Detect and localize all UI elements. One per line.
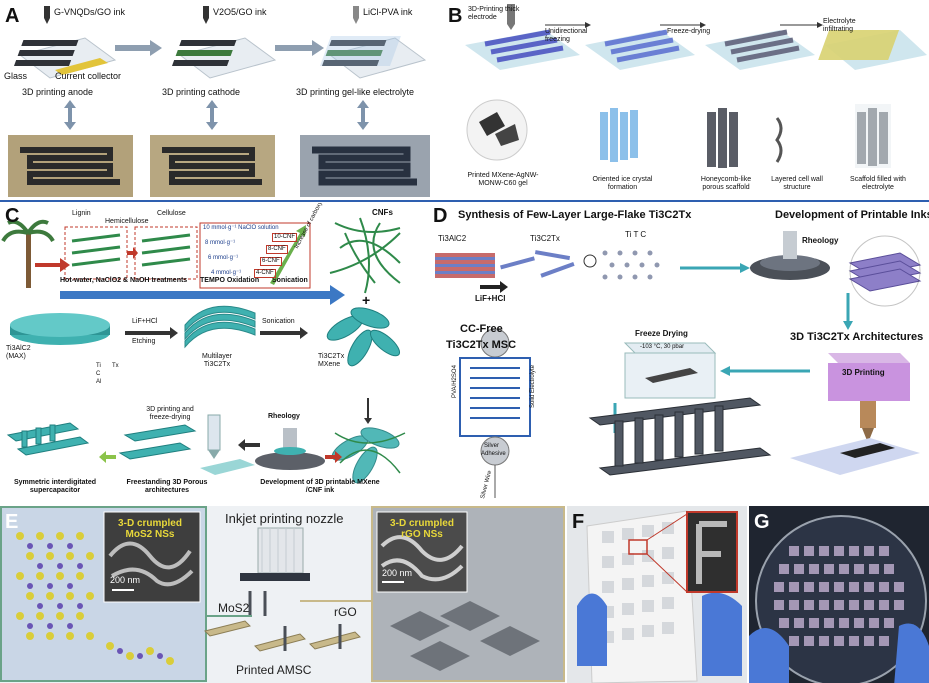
nozzle-label: Inkjet printing nozzle <box>225 511 344 526</box>
cnf-6-tag: 6-CNF <box>260 257 282 266</box>
print-freeze-label: 3D printing and freeze-drying <box>146 406 194 421</box>
mos2-inset-label: 3-D crumpled MoS2 NSs <box>118 518 182 540</box>
step-anode-label: 3D printing anode <box>22 87 94 97</box>
panel-f-drawing <box>567 506 747 683</box>
panel-g: G <box>749 506 929 683</box>
step-electrolyte-label: 3D printing gel-like electrolyte <box>296 87 415 97</box>
b-infiltrate-label: Electrolyte infiltrating <box>823 18 856 33</box>
msc-label: Ti3C2Tx MSC <box>446 339 517 351</box>
cnfs-label: CNFs <box>372 208 393 217</box>
rheology-c-label: Rheology <box>268 413 300 420</box>
panel-e-drawing <box>0 506 565 682</box>
ti3alc2-label: Ti3AlC2 <box>438 234 467 243</box>
multilayer-label: Multilayer Ti3C2Tx <box>202 353 232 368</box>
silver-label: Silver <box>484 443 500 449</box>
panel-d-tag: D <box>433 205 448 227</box>
b-freeze-dir-label: Unidirectional freezing <box>545 28 588 43</box>
conc-6-label: 6 mmol·g⁻¹ <box>208 255 239 261</box>
solid-label: Solid Electrolyte <box>530 364 536 408</box>
b-gel-label: Printed MXene-AgNW-MONW-C60 gel <box>467 172 539 187</box>
etching-label: Etching <box>132 338 156 345</box>
cnf-10-tag: 10-CNF <box>272 233 298 242</box>
panel-g-tag: G <box>754 511 770 533</box>
step-cathode-label: 3D printing cathode <box>162 87 241 97</box>
freeze-label: Freeze Drying <box>635 329 688 338</box>
panel-a-tag: A <box>5 5 20 27</box>
anode-ink-label: G-VNQDs/GO ink <box>54 7 126 17</box>
panel-c-tag: C <box>5 205 20 227</box>
cnf-4-tag: 4-CNF <box>254 269 276 278</box>
pva-label: PVA/H2SO4 <box>452 365 458 398</box>
hemicellulose-label: Hemicellulose <box>105 218 149 225</box>
tempo-label: TEMPO Oxidation <box>200 277 260 284</box>
cathode-ink-label: V2O5/GO ink <box>213 7 267 17</box>
atoms-label: Ti T C <box>625 230 647 239</box>
b-freeze-dry-label: Freeze-drying <box>667 28 711 35</box>
conc-8-label: 8 mmol·g⁻¹ <box>205 240 236 246</box>
sonication-top-label: Sonication <box>272 277 308 284</box>
b-layered-label: Layered cell wall structure <box>771 176 823 191</box>
glass-label: Glass <box>4 71 28 81</box>
max-label: Ti3AlC2 (MAX) <box>6 345 31 360</box>
panel-g-drawing <box>749 515 929 683</box>
lignin-label: Lignin <box>72 210 91 217</box>
printing-label: 3D Printing <box>842 368 885 377</box>
legend-al: Al <box>96 379 102 385</box>
panel-e-tag: E <box>5 511 19 533</box>
plus-sign: + <box>362 292 371 308</box>
legend-tx: Tx <box>112 363 119 369</box>
panel-c: C Lignin Hemicellulose Cellulose Hot-wat… <box>0 203 430 503</box>
mxene-label: Ti3C2Tx MXene <box>318 353 345 368</box>
rheology-d-label: Rheology <box>802 236 839 245</box>
divider-line <box>0 200 929 202</box>
rgo-scale-label: 200 nm <box>382 568 413 578</box>
lif-label: LiF+HCl <box>132 318 158 325</box>
cnf-8-tag: 8-CNF <box>266 245 288 254</box>
panel-b-drawing <box>465 4 927 168</box>
inks-title: Development of Printable Inks <box>775 209 929 221</box>
panel-e: E 3-D crumpled MoS2 NSs 200 nm 3-D crump… <box>0 506 565 683</box>
panel-a-drawing <box>8 6 430 197</box>
b-print-label: 3D-Printing thick electrode <box>468 6 520 21</box>
panel-c-drawing <box>1 217 406 484</box>
treatment-label: Hot-water, NaClO2 & NaOH treatments <box>60 277 188 284</box>
sonication-mid-label: Sonication <box>262 318 295 325</box>
b-filled-label: Scaffold filled with electrolyte <box>850 176 906 191</box>
synthesis-title: Synthesis of Few-Layer Large-Flake Ti3C2… <box>458 209 692 221</box>
mos2-label: MoS2 <box>218 601 250 615</box>
conc-4-label: 4 mmol·g⁻¹ <box>211 270 242 276</box>
ccfree-label: CC-Free <box>460 323 503 335</box>
arch-title: 3D Ti3C2Tx Architectures <box>790 331 924 343</box>
b-ice-label: Oriented ice crystal formation <box>592 176 653 191</box>
legend-c: C <box>96 371 101 377</box>
ink-dev-label: Development of 3D printable MXene /CNF i… <box>260 479 380 494</box>
b-honeycomb-label: Honeycomb-like porous scaffold <box>700 176 752 191</box>
conc-10-label: 10 mmol·g⁻¹ NaClO solution <box>203 225 279 231</box>
rgo-inset-label: 3-D crumpled rGO NSs <box>390 518 454 540</box>
printed-amsc-label: Printed AMSC <box>236 663 312 677</box>
ti3c2tx-label: Ti3C2Tx <box>530 234 560 243</box>
panel-b-tag: B <box>448 5 463 27</box>
panel-f: F <box>567 506 747 683</box>
electrolyte-ink-label: LiCl-PVA ink <box>363 7 413 17</box>
panel-d: D Synthesis of Few-Layer Large-Flake Ti3… <box>430 203 929 503</box>
adhesive-label: Adhesive <box>481 451 506 457</box>
cellulose-label: Cellulose <box>157 210 186 217</box>
panel-b: B 3D-Printing thick electrode Unidirecti… <box>445 0 929 200</box>
rgo-label: rGO <box>334 605 357 619</box>
panel-f-tag: F <box>572 511 585 533</box>
mos2-scale-label: 200 nm <box>110 575 141 585</box>
lif-d-label: LiF+HCl <box>475 294 506 303</box>
symmetric-label: Symmetric interdigitated supercapacitor <box>13 479 97 494</box>
panel-a: A G-VNQDs/GO ink V2O5/GO ink LiCl-PVA in… <box>0 0 445 200</box>
porous-label: Freestanding 3D Porous architectures <box>126 479 208 494</box>
freeze-cond-label: -103 °C, 30 pbar <box>640 344 685 350</box>
legend-ti: Ti <box>96 363 101 369</box>
collector-label: Current collector <box>55 71 122 81</box>
panel-d-drawing <box>435 231 922 498</box>
